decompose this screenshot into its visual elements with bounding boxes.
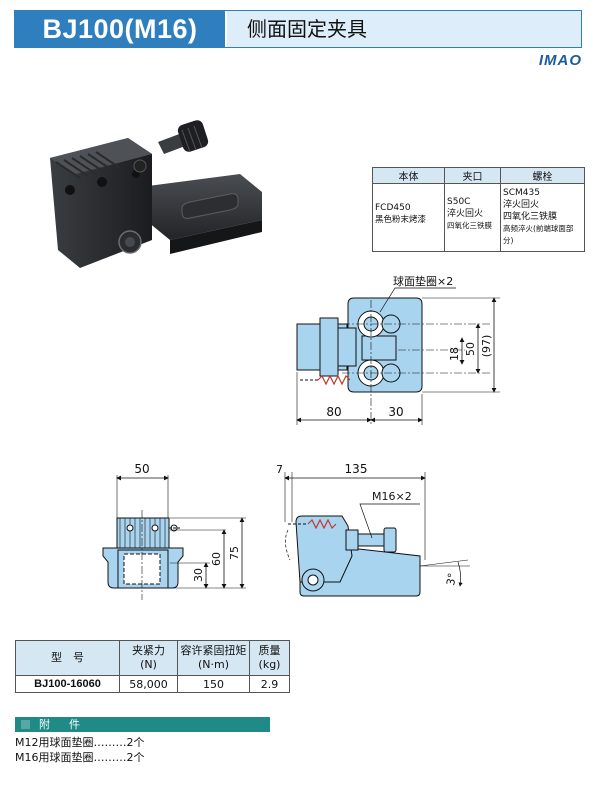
dim-97: (97): [480, 335, 493, 358]
dim-50-side: 50: [464, 342, 477, 356]
material-header-body: 本体: [372, 167, 445, 184]
spec-header-force: 夹紧力(N): [119, 640, 178, 676]
front-view: [102, 475, 246, 600]
spec-header-model: 型 号: [15, 640, 120, 676]
imao-logo: IMAO: [538, 52, 582, 69]
material-bolt-treatment: 淬火回火: [503, 200, 540, 210]
table-row: BJ100-16060 58,000 150 2.9: [15, 675, 290, 693]
spec-table: 型 号 夹紧力(N) 容许紧固扭矩(N·m) 质量(kg) BJ100-1606…: [15, 640, 290, 693]
dim-80: 80: [326, 405, 341, 419]
material-jaw-finish: 四氧化三铁膜: [447, 221, 492, 230]
material-jaw-grade: S50C: [447, 197, 471, 207]
dim-30-top: 30: [388, 405, 403, 419]
accessories-heading: 附 件: [15, 717, 270, 732]
material-jaw-treatment: 淬火回火: [447, 209, 484, 219]
side-view: [284, 472, 470, 597]
product-photo: [50, 120, 262, 268]
material-bolt-finish: 四氧化三铁膜: [503, 212, 558, 222]
technical-drawing: 球面垫圈×2 18 50 (97) 80 30 50 75 60 30: [102, 274, 500, 600]
dim-18: 18: [448, 347, 461, 361]
material-bolt-grade: SCM435: [503, 188, 540, 198]
spec-mass: 2.9: [249, 675, 290, 693]
washer-label: 球面垫圈×2: [393, 274, 453, 288]
list-item: M16用球面垫圈………2个: [15, 751, 145, 764]
dim-60: 60: [210, 552, 223, 566]
dim-75: 75: [228, 546, 241, 560]
dim-7: 7: [276, 463, 283, 476]
material-header-jaw: 夹口: [444, 167, 501, 184]
materials-table: 本体 夹口 螺栓 FCD450 黑色粉末烤漆 S50C 淬火回火 四氧化三铁膜 …: [372, 167, 585, 252]
material-bolt-hardening: 高频淬火(前端球面部分): [503, 224, 574, 245]
material-jaw-cell: S50C 淬火回火 四氧化三铁膜: [444, 183, 501, 252]
dim-50-front: 50: [134, 462, 149, 476]
bolt-label: M16×2: [372, 490, 412, 503]
spec-model: BJ100-16060: [15, 675, 120, 693]
model-title: BJ100(M16): [15, 11, 225, 47]
material-body-grade: FCD450: [375, 203, 411, 213]
angle-label: 3°: [444, 572, 459, 587]
product-name: 侧面固定夹具: [247, 17, 367, 41]
title-divider: [225, 11, 235, 47]
material-body-cell: FCD450 黑色粉末烤漆: [372, 183, 445, 252]
title-banner: BJ100(M16) 侧面固定夹具: [14, 10, 582, 48]
list-item: M12用球面垫圈………2个: [15, 736, 145, 749]
spec-force: 58,000: [119, 675, 178, 693]
material-header-bolt: 螺栓: [500, 167, 585, 184]
material-bolt-cell: SCM435 淬火回火 四氧化三铁膜 高频淬火(前端球面部分): [500, 183, 585, 252]
top-view: [296, 287, 500, 425]
spec-header-mass: 质量(kg): [249, 640, 290, 676]
spec-torque: 150: [177, 675, 250, 693]
dim-30-front: 30: [192, 568, 205, 582]
dim-135: 135: [345, 462, 368, 476]
material-body-finish: 黑色粉末烤漆: [375, 215, 427, 225]
spec-header-torque: 容许紧固扭矩(N·m): [177, 640, 250, 676]
